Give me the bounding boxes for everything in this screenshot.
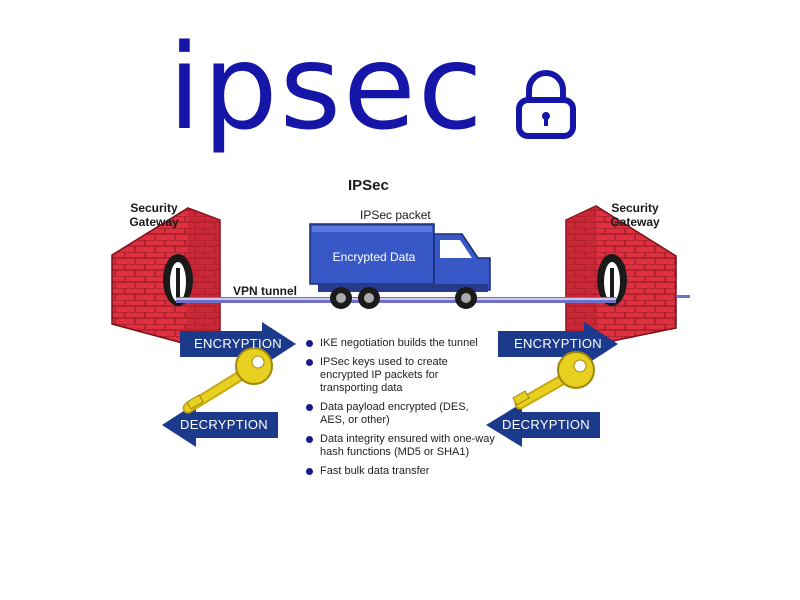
decryption-arrow-right [486, 403, 600, 447]
security-gateway-right-label: Security Gateway [610, 201, 660, 229]
decryption-arrow-left [162, 403, 278, 447]
bullet-dot-icon [306, 404, 313, 411]
encrypted-data-label: Encrypted Data [332, 250, 416, 264]
encryption-arrow-right [498, 322, 618, 366]
decryption-left-label: DECRYPTION [180, 417, 268, 432]
right-brick-wall [565, 205, 677, 345]
key-icon-right [512, 351, 595, 410]
ipsec-packet-truck [309, 223, 491, 309]
bullet-item: IPSec keys used to create encrypted IP p… [306, 356, 496, 395]
encryption-left-label: ENCRYPTION [194, 336, 282, 351]
bullet-item: Data payload encrypted (DES, AES, or oth… [306, 401, 496, 427]
left-brick-wall [111, 207, 221, 345]
vpn-tunnel [176, 295, 690, 303]
bullet-dot-icon [306, 359, 313, 366]
bullet-dot-icon [306, 468, 313, 475]
feature-bullet-list: IKE negotiation builds the tunnel IPSec … [306, 337, 496, 484]
lock-icon [516, 70, 576, 139]
encryption-right-label: ENCRYPTION [514, 336, 602, 351]
bullet-item: Fast bulk data transfer [306, 465, 496, 478]
ipsec-packet-label: IPSec packet [360, 208, 431, 222]
bullet-dot-icon [306, 340, 313, 347]
decryption-right-label: DECRYPTION [502, 417, 590, 432]
bullet-item: IKE negotiation builds the tunnel [306, 337, 496, 350]
bullet-dot-icon [306, 436, 313, 443]
key-icon-left [182, 347, 273, 414]
logo-text: ipsec [168, 18, 485, 156]
diagram-title: IPSec [348, 177, 389, 194]
security-gateway-left-label: Security Gateway [129, 201, 179, 229]
vpn-tunnel-label: VPN tunnel [233, 284, 298, 298]
bullet-item: Data integrity ensured with one-way hash… [306, 433, 496, 459]
